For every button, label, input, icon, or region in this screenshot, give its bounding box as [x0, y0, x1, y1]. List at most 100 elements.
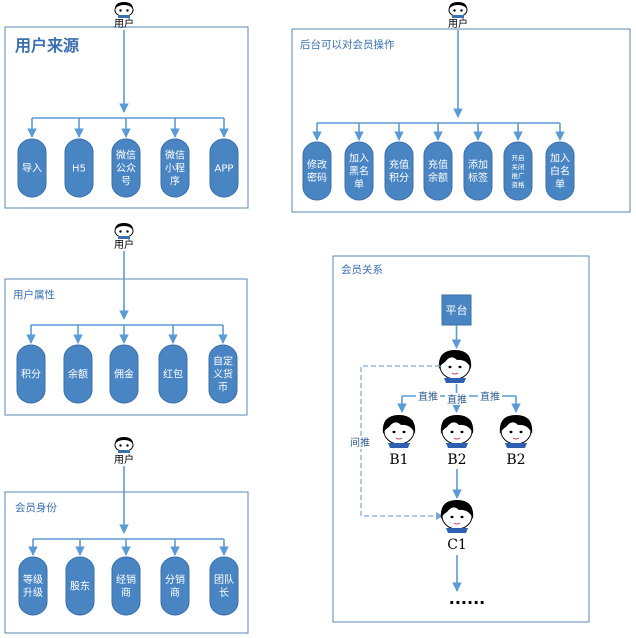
node-label: 微信 — [165, 149, 185, 162]
node-label: 白名 — [550, 165, 570, 178]
user-icon — [114, 1, 134, 19]
node-pill — [545, 141, 575, 201]
member-b2-label: B2 — [447, 452, 466, 468]
node-label: 充值 — [428, 158, 448, 171]
more-ellipsis: ...... — [449, 589, 485, 608]
user-icon — [114, 436, 134, 454]
node-pill — [16, 344, 46, 404]
node-pill — [65, 556, 95, 616]
indirect-label: 间推 — [350, 436, 370, 449]
node-pill — [209, 138, 239, 198]
node-label: 小程 — [165, 163, 185, 175]
direct-label-left: 直推 — [418, 390, 438, 403]
node-pill — [160, 556, 190, 616]
node-label: 余额 — [428, 171, 448, 184]
direct-label-right: 直推 — [480, 390, 500, 403]
node-pill — [503, 141, 533, 201]
node-label: 长 — [219, 587, 229, 599]
node-pill — [17, 138, 47, 198]
label-bg — [346, 436, 374, 449]
node-pill — [344, 141, 374, 201]
panel-member-relations: 会员关系 平台 直推 直推 直推 B1 B2 B2 间推 C1 ...... — [332, 255, 590, 623]
node-label: 添加 — [468, 158, 488, 171]
node-label: 加入 — [349, 153, 369, 165]
node-label: 余额 — [68, 368, 88, 381]
member-b2-right-label: B2 — [506, 452, 525, 468]
member-c1-avatar — [440, 499, 474, 534]
node-pill — [208, 344, 238, 404]
member-b2-avatar — [440, 414, 474, 449]
node-pill — [160, 138, 190, 198]
node-label: 号 — [121, 176, 131, 188]
node-pill — [109, 344, 139, 404]
node-pill — [209, 556, 239, 616]
node-pill — [111, 556, 141, 616]
member-a-avatar — [438, 349, 472, 384]
node-pill — [423, 141, 453, 201]
node-label: 导入 — [22, 163, 42, 175]
node-label: 加入 — [550, 153, 570, 165]
panel-member-relations-border — [332, 255, 590, 623]
node-label: 团队 — [214, 573, 234, 586]
node-label: H5 — [72, 164, 86, 175]
user-label: 用户 — [114, 238, 134, 251]
node-label: 等级 — [23, 573, 43, 586]
panel-member-identity-title: 会员身份 — [15, 501, 57, 514]
node-label: 黑名 — [349, 165, 369, 178]
panel-admin-ops: 后台可以对会员操作 用户 修改密码加入黑名单充值积分充值余额添加标签开启关闭推广… — [291, 1, 631, 213]
node-label: 自定 — [213, 355, 233, 368]
panel-user-source-border — [4, 26, 249, 209]
node-label: 商 — [170, 586, 180, 599]
node-label: 微信 — [116, 149, 136, 162]
panel-user-attributes-border — [4, 278, 248, 416]
node-pill — [63, 344, 93, 404]
node-label: 公众 — [116, 163, 136, 175]
node-label: 经销 — [116, 573, 136, 586]
node-label: 佣金 — [114, 368, 134, 381]
node-label: 序 — [170, 175, 180, 188]
panel-admin-ops-title: 后台可以对会员操作 — [300, 38, 395, 51]
node-label: 积分 — [21, 369, 41, 381]
node-label: 单 — [354, 179, 364, 191]
node-label: 商 — [121, 586, 131, 599]
panel-member-identity-border — [4, 491, 249, 634]
direct-label-middle: 直推 — [447, 393, 467, 406]
node-label: 密码 — [307, 171, 327, 184]
node-label: 积分 — [389, 172, 409, 184]
member-c1-label: C1 — [447, 537, 467, 553]
panel-user-source-title: 用户来源 — [15, 36, 79, 55]
node-label: 标签 — [468, 171, 488, 184]
node-pill — [384, 141, 414, 201]
node-pill — [111, 138, 141, 198]
node-label: 升级 — [23, 587, 43, 599]
platform-node — [441, 294, 472, 326]
node-label: 推广 — [512, 171, 526, 180]
member-b2-right-avatar — [499, 414, 533, 449]
user-label: 用户 — [448, 17, 468, 30]
connector-indirect-arrowhead — [436, 512, 443, 520]
node-label: 开启 — [512, 153, 525, 162]
user-label: 用户 — [114, 17, 134, 30]
node-pill — [302, 141, 332, 201]
node-pill — [64, 138, 94, 198]
panel-user-attributes-title: 用户属性 — [13, 288, 55, 301]
member-b1-avatar — [382, 414, 416, 449]
node-label: 股东 — [70, 580, 90, 593]
node-pill — [158, 344, 188, 404]
node-label: 资格 — [512, 180, 526, 189]
node-label: 分销 — [165, 573, 185, 586]
node-label: 币 — [218, 382, 228, 394]
panel-admin-ops-border — [291, 28, 631, 213]
label-bg — [478, 390, 502, 402]
node-pill — [18, 556, 48, 616]
node-label: 修改 — [307, 158, 327, 171]
node-label: 义货 — [213, 368, 233, 381]
node-label: 充值 — [389, 158, 409, 171]
node-label: 红包 — [163, 368, 183, 381]
user-icon — [448, 1, 468, 19]
node-pill — [463, 141, 493, 201]
